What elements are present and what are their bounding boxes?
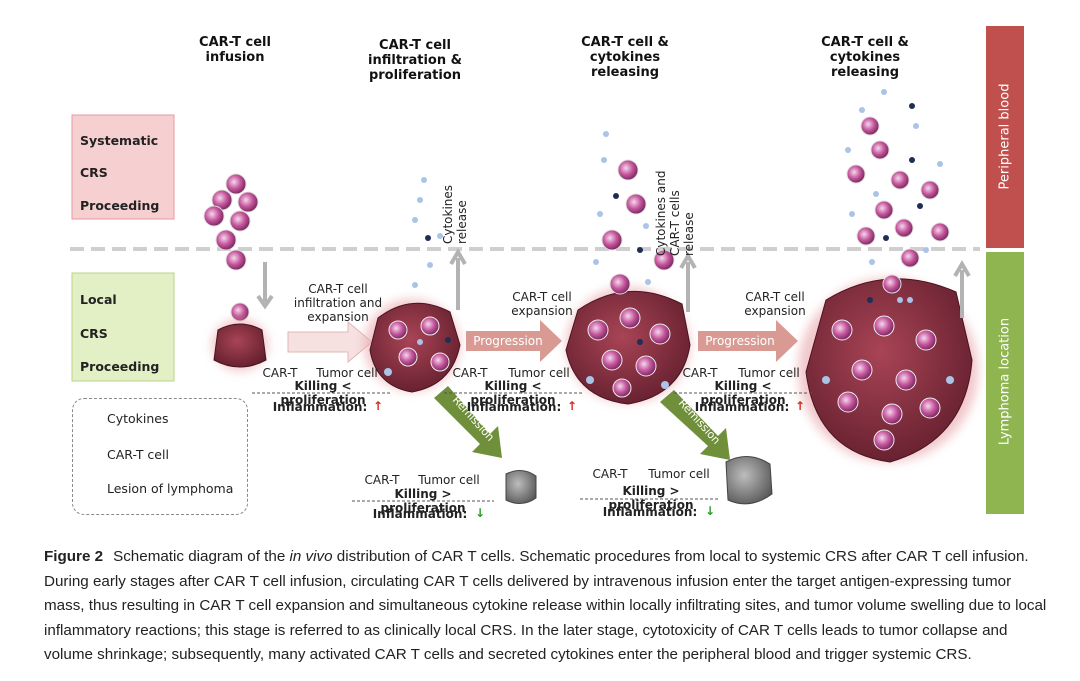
- local-crs-box: [71, 272, 175, 382]
- legend-cart-label: CAR-T cell: [107, 447, 169, 462]
- cytokines-cart-release-label: Cytokines and CAR-T cells release: [654, 170, 696, 256]
- balance1-inflammation: Inflammation:: [272, 400, 368, 414]
- remission1-inflammation: Inflammation:: [372, 507, 468, 521]
- local-label-2: CRS: [80, 326, 108, 341]
- lymphoma-location-label: Lymphoma location: [997, 317, 1013, 446]
- balance2-inflammation: Inflammation:: [466, 400, 562, 414]
- stage4-lesion: [798, 278, 978, 463]
- legend-row-lesion: Lesion of lymphoma: [107, 481, 233, 496]
- systemic-crs-box: [71, 114, 175, 220]
- remission-arrow-2: [660, 390, 730, 460]
- peripheral-blood-band: [986, 26, 1024, 248]
- local-label-1: Local: [80, 292, 117, 307]
- cytokines-release-label: Cytokines release: [441, 184, 469, 244]
- stage-title-releasing-1: CAR-T cell & cytokines releasing: [581, 35, 669, 80]
- stage3-released-cells: [593, 131, 675, 295]
- peripheral-blood-label: Peripheral blood: [997, 83, 1013, 190]
- remission2-cart: CAR-T: [592, 467, 628, 481]
- remission2-inflammation: Inflammation:: [602, 505, 698, 519]
- balance3-killing: Killing < proliferation: [700, 379, 786, 407]
- progression-label-1: Progression: [473, 334, 543, 348]
- stage2-up-arrow: [449, 248, 467, 310]
- legend-cytokines-label: Cytokines: [107, 411, 169, 426]
- progression-label-2: Progression: [705, 334, 775, 348]
- stage2-released-cytokines: [412, 177, 443, 288]
- caption-italic: in vivo: [289, 548, 333, 565]
- remission1-down-arrow: ↓: [474, 506, 486, 520]
- stage4-up-arrow: [953, 260, 971, 318]
- remission1-killing: Killing > proliferation: [380, 487, 466, 515]
- remission1-cart: CAR-T: [364, 473, 400, 487]
- infusion-down-arrow: [256, 262, 274, 310]
- balance3-cart: CAR-T: [682, 366, 718, 380]
- small-lesion: [212, 319, 268, 371]
- balance3-tumor: Tumor cell: [738, 366, 800, 380]
- balance3-up-arrow: ↑: [794, 399, 806, 413]
- stage4-released-cells: [845, 89, 950, 303]
- systemic-label-3: Proceeding: [80, 198, 160, 213]
- infiltration-arrow: [287, 320, 373, 364]
- legend-row-cytokines: Cytokines: [107, 411, 169, 426]
- stage3-lesion: [565, 287, 691, 405]
- balance1-killing: Killing < proliferation: [280, 379, 366, 407]
- legend: Cytokines CAR-T cell Lesion of lymphoma: [72, 398, 248, 515]
- remission2-down-arrow: ↓: [704, 504, 716, 518]
- balance2-up-arrow: ↑: [566, 399, 578, 413]
- expansion-label-1: CAR-T cell infiltration and expansion: [293, 282, 383, 324]
- remission2-killing: Killing > proliferation: [608, 484, 694, 512]
- expansion-label-2: CAR-T cell expansion: [511, 290, 573, 318]
- legend-row-cart: CAR-T cell: [107, 447, 169, 462]
- systemic-label-2: CRS: [80, 165, 108, 180]
- infusion-cells: [203, 173, 259, 322]
- remission1-tumor: Tumor cell: [418, 473, 480, 487]
- remission-arrow-1: [434, 386, 502, 458]
- progression-arrow-2: [698, 320, 798, 362]
- stage-title-infusion: CAR-T cell infusion: [199, 35, 271, 65]
- balance2-tumor: Tumor cell: [508, 366, 570, 380]
- systemic-label-1: Systematic: [80, 133, 159, 148]
- balance2-killing: Killing < proliferation: [470, 379, 556, 407]
- progression-arrow-1: [466, 320, 562, 362]
- figure-label: Figure 2: [44, 548, 104, 565]
- stage3-up-arrow: [679, 252, 697, 312]
- balance1-up-arrow: ↑: [372, 399, 384, 413]
- local-label-3: Proceeding: [80, 359, 160, 374]
- figure-caption: Figure 2 Schematic diagram of the in vivo…: [44, 545, 1054, 668]
- caption-text-1: Schematic diagram of the: [113, 548, 290, 565]
- remission2-tumor: Tumor cell: [648, 467, 710, 481]
- shrunk-lesion-1: [505, 470, 537, 504]
- balance2-cart: CAR-T: [452, 366, 488, 380]
- balance3-inflammation: Inflammation:: [694, 400, 790, 414]
- expansion-label-3: CAR-T cell expansion: [744, 290, 806, 318]
- stage2-lesion: [364, 299, 461, 393]
- balance1-cart: CAR-T: [262, 366, 298, 380]
- caption-text-2: distribution of CAR T cells. Schematic p…: [44, 548, 1047, 664]
- balance1-tumor: Tumor cell: [316, 366, 378, 380]
- diagram-canvas: [70, 26, 1024, 514]
- shrunk-lesion-2: [725, 456, 773, 505]
- stage-title-infiltration: CAR-T cell infiltration & proliferation: [368, 38, 462, 83]
- lymphoma-location-band: [986, 252, 1024, 514]
- legend-lesion-label: Lesion of lymphoma: [107, 481, 234, 496]
- stage-title-releasing-2: CAR-T cell & cytokines releasing: [821, 35, 909, 80]
